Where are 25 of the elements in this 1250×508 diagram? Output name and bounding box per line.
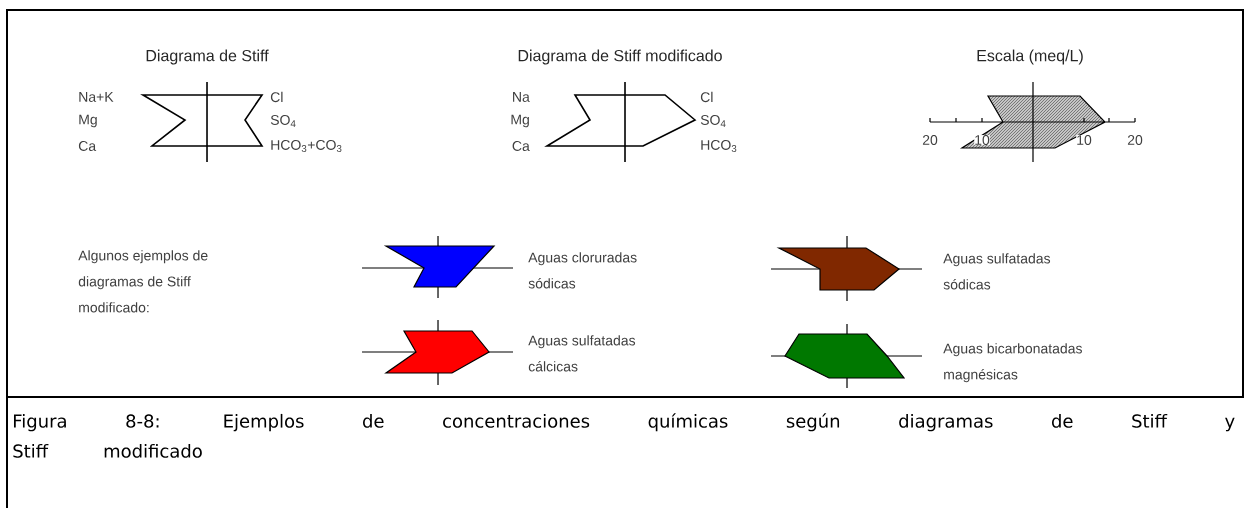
ion-label: HCO$_{3}$: [701, 139, 737, 152]
ion-label: HCO$_{3}$+CO$_{3}$: [271, 139, 342, 152]
scale-number: 10: [1076, 135, 1092, 145]
ion-label: Mg: [511, 114, 529, 128]
diagram-heading: Diagrama de Stiff: [146, 49, 269, 65]
ion-label: Na: [513, 92, 530, 102]
ion-label: SO$_{4}$: [700, 115, 726, 127]
scale-number: 10: [974, 135, 990, 145]
ion-label: Cl: [270, 91, 283, 103]
ion-label: Ca: [512, 141, 530, 151]
ion-label: Mg: [79, 114, 97, 128]
example-label: Aguas cloruradas sódicas: [528, 252, 637, 289]
ion-label: SO$_{4}$: [270, 115, 296, 127]
example-label: Aguas sulfatadas cálcicas: [528, 335, 636, 372]
example-label: Aguas bicarbonatadas magnésicas: [943, 343, 1082, 383]
ion-label: Cl: [700, 91, 713, 103]
scale-number: 20: [1127, 135, 1143, 145]
diagram-heading: Diagrama de Stiff modificado: [518, 49, 722, 65]
example-label: Aguas sulfatadas sódicas: [943, 253, 1051, 290]
scale-number: 20: [922, 135, 938, 145]
diagram-heading: Escala (meq/L): [977, 49, 1083, 65]
figure-caption: Figura 8-8: Ejemplos de concentraciones químicas según diagramas de Stiff y Stiff modificado: [13, 413, 1235, 458]
ion-label: Ca: [78, 141, 97, 151]
description-text: Algunos ejemplos de diagramas de Stiff modificado:: [78, 250, 208, 313]
ion-label: Na+K: [79, 92, 114, 102]
